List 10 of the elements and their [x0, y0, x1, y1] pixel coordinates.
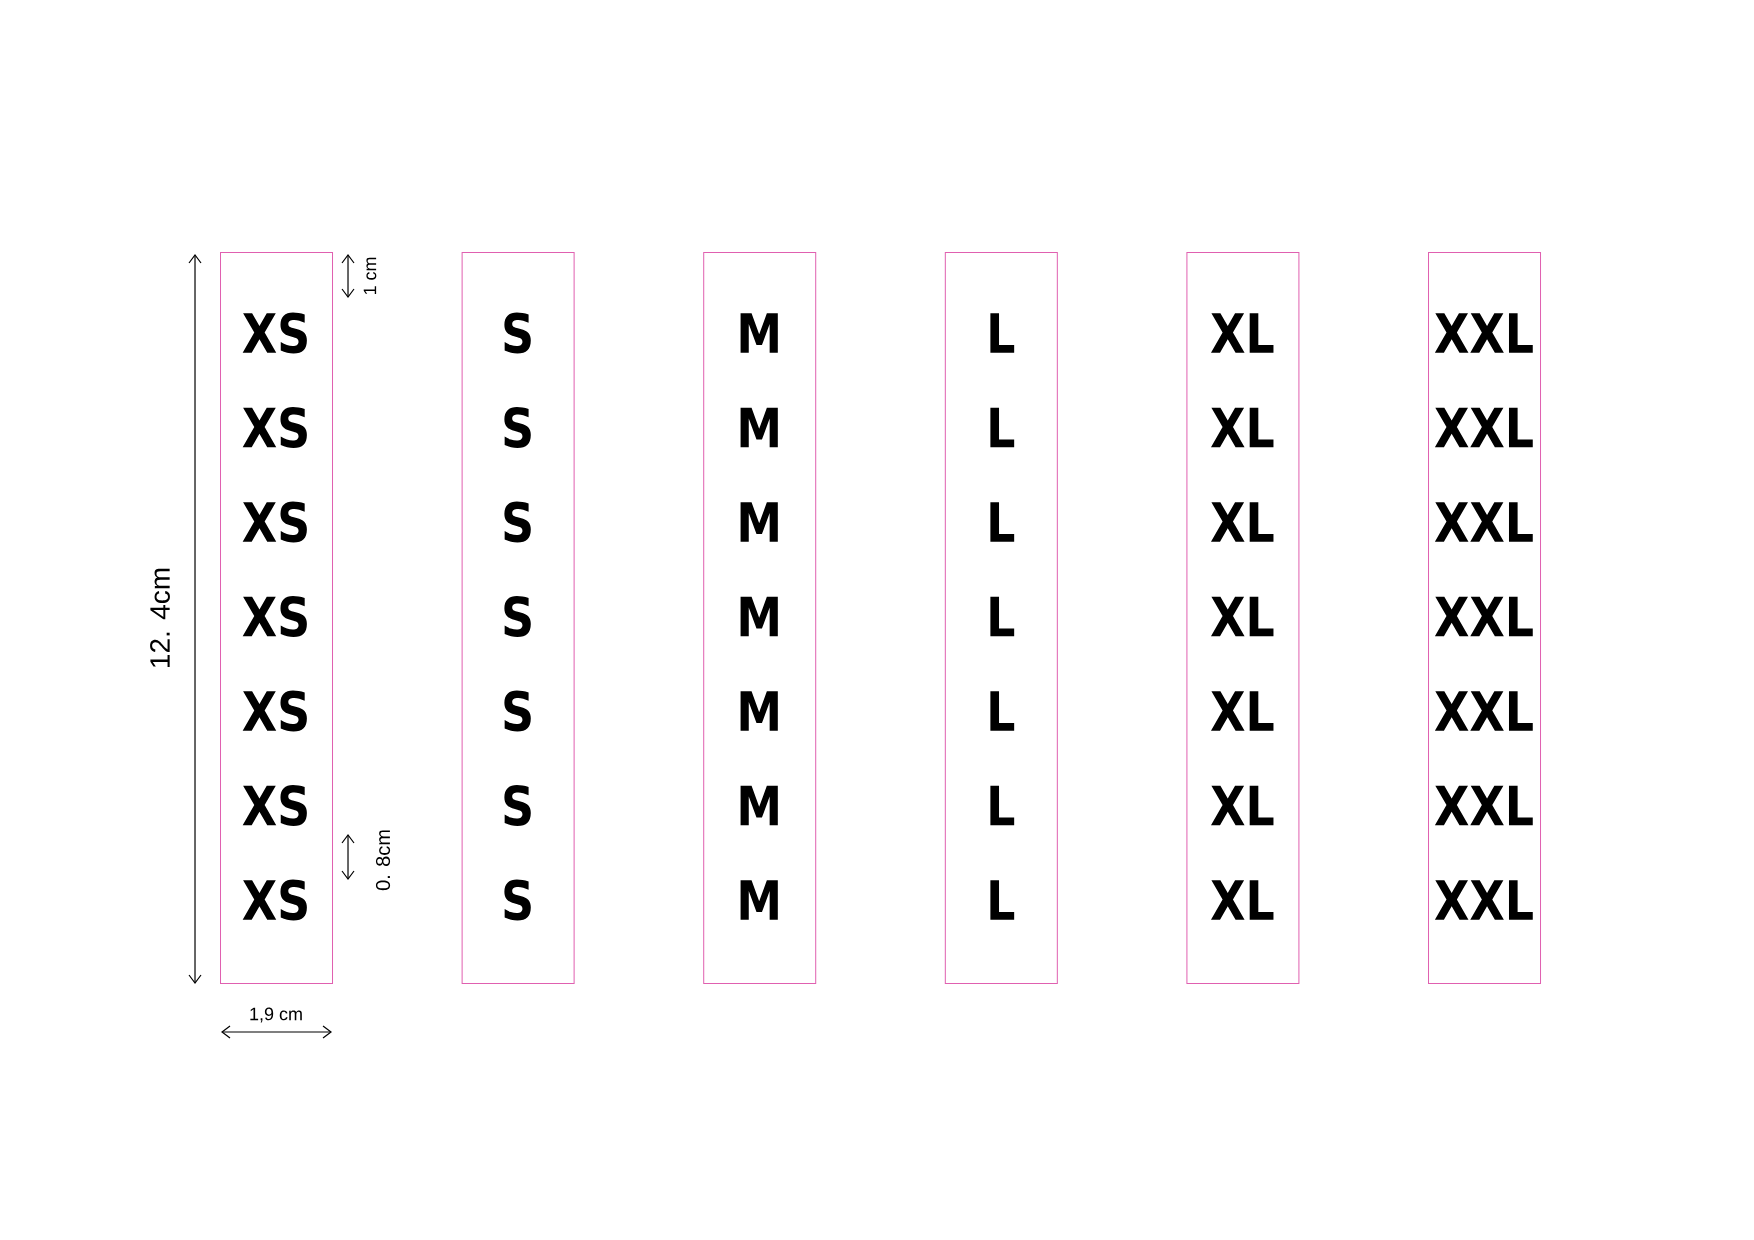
size-label-strip: L L L L L L L: [944, 252, 1058, 984]
dimension-label: 1 cm: [363, 257, 377, 295]
dimension-label: 1,9 cm: [250, 1007, 302, 1023]
size-label-strip: XL XL XL XL XL XL XL: [1186, 252, 1300, 984]
size-label-strip: XS XS XS XS XS XS XS: [220, 252, 333, 984]
dimension-label: 12. 4cm: [150, 568, 170, 667]
size-label-strip: M M M M M M M: [703, 252, 817, 984]
dimension-label: 0. 8cm: [375, 830, 391, 891]
size-label-strip: S S S S S S S: [461, 252, 575, 984]
size-label-strip: XXL XXL XXL XXL XXL XXL XXL: [1428, 252, 1541, 984]
